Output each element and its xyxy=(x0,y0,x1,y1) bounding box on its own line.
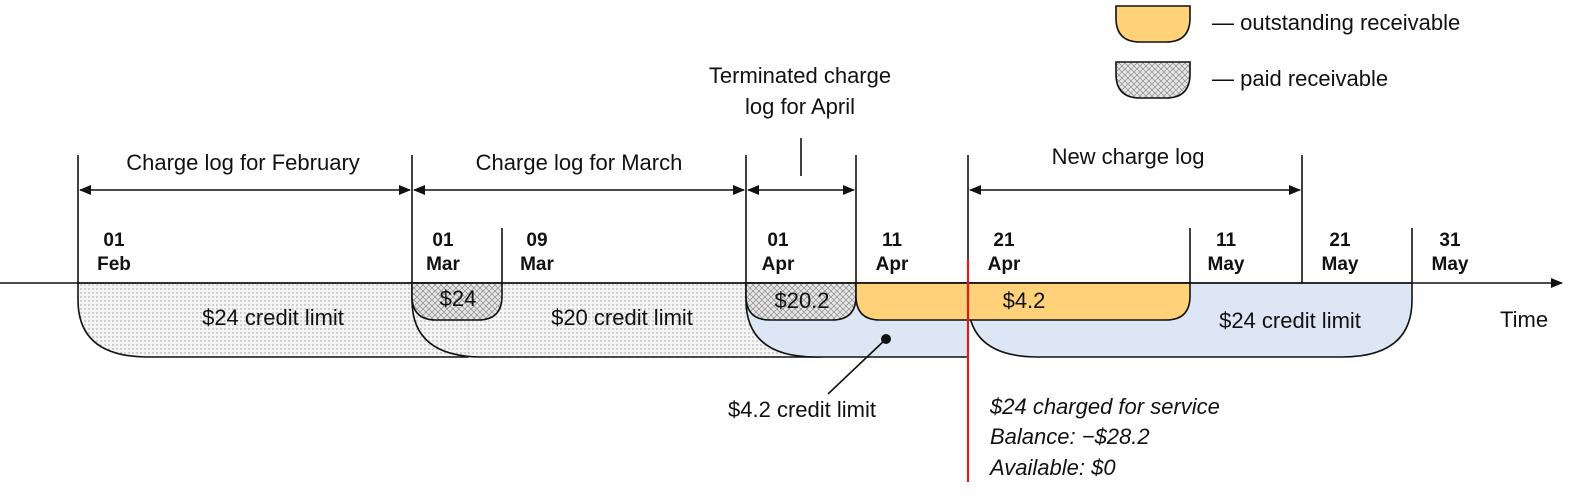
outstanding-receivable xyxy=(855,282,1191,321)
outstanding-value: $4.2 xyxy=(1003,288,1046,313)
date-day: 09 xyxy=(526,230,547,251)
date-day: 31 xyxy=(1439,230,1461,251)
date-day: 21 xyxy=(993,230,1015,251)
mar-credit-limit-area xyxy=(411,282,821,358)
date-month: Mar xyxy=(520,254,554,275)
date-month: Feb xyxy=(97,254,131,275)
date-day: 01 xyxy=(103,230,125,251)
feb-log-label: Charge log for February xyxy=(126,150,360,175)
date-month: Mar xyxy=(426,254,460,275)
date-month: May xyxy=(1208,254,1245,275)
apr-paid-value: $20.2 xyxy=(774,288,829,313)
mar-paid-value: $24 xyxy=(440,286,477,311)
time-axis-label: Time xyxy=(1500,307,1548,332)
feb-credit-limit-area xyxy=(77,282,469,358)
date-month: May xyxy=(1322,254,1359,275)
date-day: 11 xyxy=(1216,230,1237,251)
new-credit-limit-label: $24 credit limit xyxy=(1219,308,1361,333)
date-labels: 01 Feb 01 Mar 09 Mar 01 Apr 11 Apr 21 Ap… xyxy=(97,230,1469,275)
date-month: May xyxy=(1432,254,1469,275)
new-log-label: New charge log xyxy=(1052,144,1205,169)
date-month: Apr xyxy=(762,254,795,275)
mar-credit-limit-label: $20 credit limit xyxy=(551,305,693,330)
date-day: 21 xyxy=(1329,230,1351,251)
mar-paid-receivable xyxy=(411,282,503,321)
small-credit-limit-leader xyxy=(827,338,887,395)
legend-paid-swatch xyxy=(1115,61,1191,99)
mar-log-label: Charge log for March xyxy=(476,150,683,175)
legend-outstanding-label: — outstanding receivable xyxy=(1212,10,1460,35)
date-day: 01 xyxy=(432,230,454,251)
legend-paid-label: — paid receivable xyxy=(1212,66,1388,91)
legend: — outstanding receivable — paid receivab… xyxy=(1115,5,1460,99)
date-day: 11 xyxy=(882,230,903,251)
legend-outstanding-swatch xyxy=(1115,5,1191,43)
date-month: Apr xyxy=(876,254,909,275)
terminated-log-label-line2: log for April xyxy=(745,94,855,119)
event-available-text: Available: $0 xyxy=(988,455,1116,480)
charge-log-spans xyxy=(79,138,1301,195)
event-balance-text: Balance: −$28.2 xyxy=(990,424,1150,449)
terminated-log-label-line1: Terminated charge xyxy=(709,63,891,88)
small-credit-limit-label: $4.2 credit limit xyxy=(728,397,876,422)
period-markers xyxy=(77,155,1413,283)
date-day: 01 xyxy=(767,230,789,251)
feb-credit-limit-label: $24 credit limit xyxy=(202,305,344,330)
event-charge-text: $24 charged for service xyxy=(989,394,1220,419)
date-month: Apr xyxy=(988,254,1021,275)
